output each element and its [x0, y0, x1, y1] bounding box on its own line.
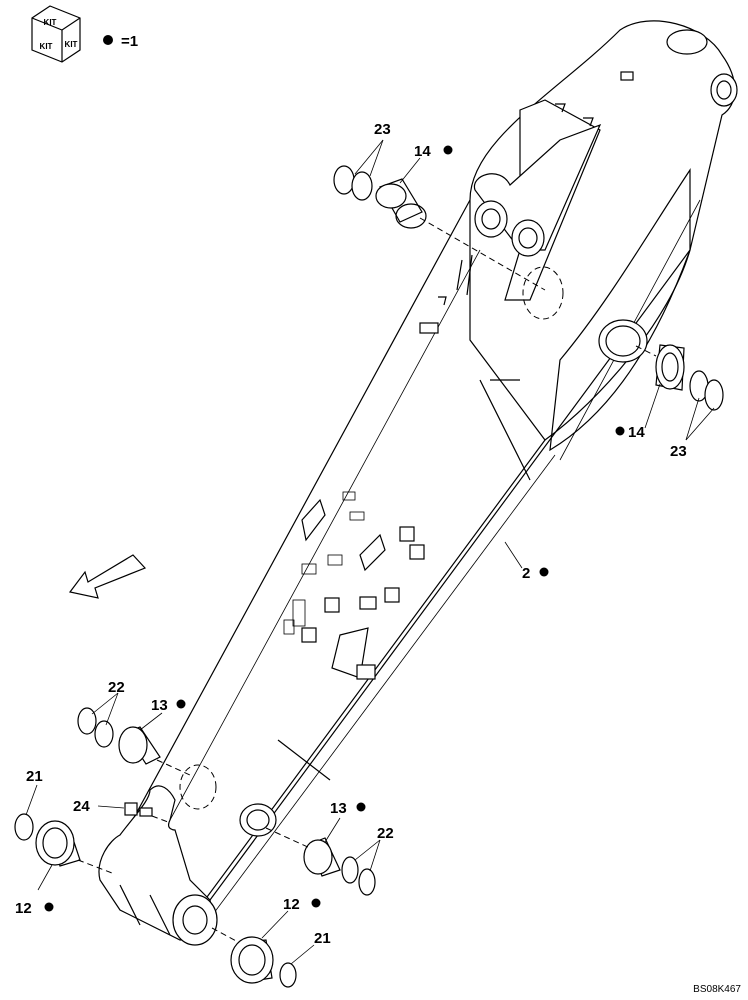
- reference-code: BS08K467: [693, 984, 741, 995]
- bushing-12-left: [35, 820, 81, 867]
- top-bracket: [620, 71, 634, 81]
- callout-13-right: 13: [330, 800, 347, 817]
- seal-ring-22-c: [341, 856, 359, 884]
- bushing-14-right: [655, 344, 685, 391]
- seal-ring-22-d: [358, 868, 376, 896]
- callout-23-top: 23: [374, 121, 391, 138]
- callout-14-right: 14: [628, 424, 645, 441]
- kit-label-right: KIT: [65, 40, 78, 49]
- bushing-14-top: [375, 178, 427, 229]
- kit-bullet-14-right: [615, 426, 625, 436]
- bushing-12-right: [230, 936, 274, 984]
- seal-ring-21-right: [279, 962, 297, 988]
- kit-bullet-13-left: [176, 699, 186, 709]
- callout-14-top: 14: [414, 143, 431, 160]
- decal-group: [283, 491, 425, 680]
- leader-lines: [25, 139, 715, 965]
- foot-pin-boss-right: [172, 894, 218, 946]
- callout-13-left: 13: [151, 697, 168, 714]
- lower-pin-boss: [239, 803, 277, 837]
- kit-bullet-icon: [103, 35, 113, 45]
- callout-22-left: 22: [108, 679, 125, 696]
- boom-body: [68, 20, 738, 946]
- kit-label-left: KIT: [40, 42, 53, 51]
- seal-ring-23-a: [333, 165, 355, 195]
- kit-bullet-13-right: [356, 802, 366, 812]
- callout-21-right: 21: [314, 930, 331, 947]
- callout-labels: 23 14 14 23 2 22 13 21 24 13 22 12 12 21: [15, 121, 687, 947]
- bushing-13-left: [118, 726, 161, 765]
- kit-bullet-12-right: [311, 898, 321, 908]
- bushing-13-right: [303, 837, 341, 877]
- kit-box-icon: KIT KIT KIT: [31, 5, 81, 63]
- callout-22-right: 22: [377, 825, 394, 842]
- seal-ring-21-left: [14, 813, 34, 841]
- seal-ring-22-b: [94, 720, 114, 748]
- kit-bullet-14-top: [443, 145, 453, 155]
- kit-bullet-2: [539, 567, 549, 577]
- seal-ring-23-b: [351, 171, 373, 201]
- callout-24: 24: [73, 798, 90, 815]
- seal-ring-23-d: [704, 379, 724, 411]
- kit-bullet-12-left: [44, 902, 54, 912]
- kit-label-top: KIT: [44, 18, 57, 27]
- kit-equals-text: =1: [121, 33, 138, 50]
- callout-21-left: 21: [26, 768, 43, 785]
- seal-ring-22-a: [77, 707, 97, 735]
- callout-12-right: 12: [283, 896, 300, 913]
- boom-tip-side-hole: [710, 73, 738, 107]
- boom-tip-pin-hole: [666, 29, 708, 55]
- callout-23-right: 23: [670, 443, 687, 460]
- kit-legend: KIT KIT KIT =1: [31, 5, 138, 63]
- callout-2: 2: [522, 565, 530, 582]
- grease-fitting-24: [124, 802, 169, 823]
- direction-arrow-icon: [68, 554, 147, 599]
- callout-12-left: 12: [15, 900, 32, 917]
